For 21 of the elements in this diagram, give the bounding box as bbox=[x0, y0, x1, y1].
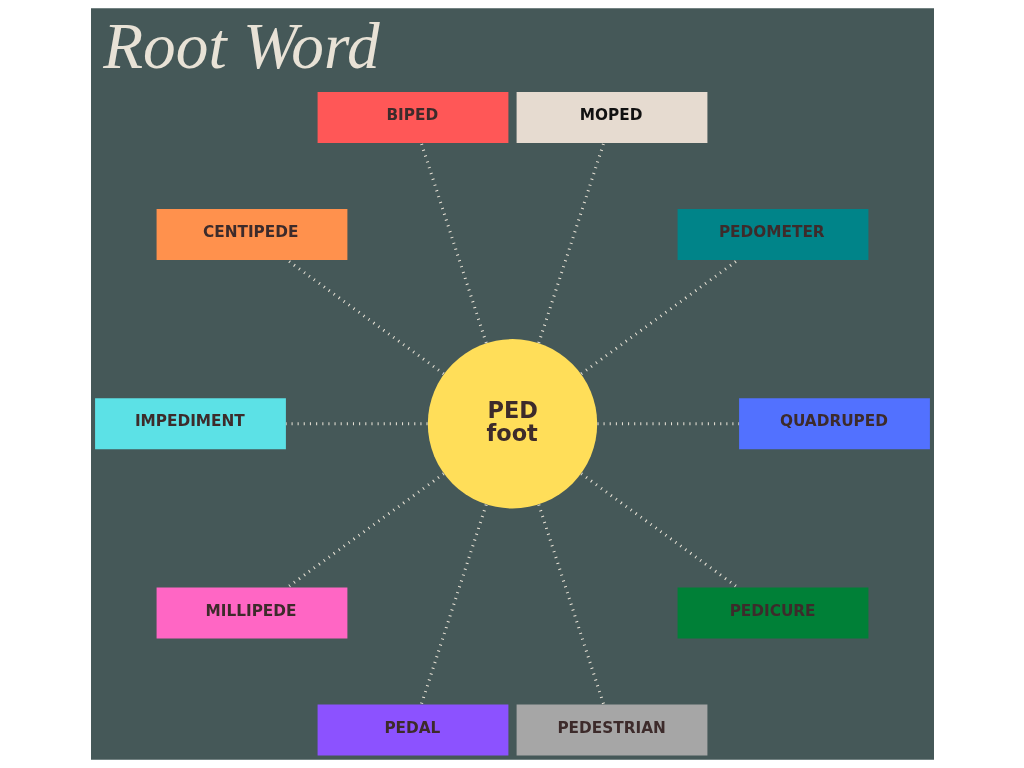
node-box: MOPED bbox=[516, 92, 707, 144]
node-box: IMPEDIMENT bbox=[94, 398, 286, 450]
node-box: PEDAL bbox=[317, 704, 508, 756]
node-box: PEDICURE bbox=[677, 587, 868, 639]
diagram-title: Root Word bbox=[102, 9, 380, 82]
connector bbox=[536, 142, 605, 344]
connector bbox=[579, 472, 739, 589]
connector bbox=[536, 504, 605, 705]
connector bbox=[419, 142, 488, 344]
node-box: BIPED bbox=[317, 92, 508, 144]
connector bbox=[419, 504, 488, 705]
node-box: QUADRUPED bbox=[738, 398, 930, 450]
connector bbox=[597, 422, 739, 426]
connector bbox=[285, 422, 427, 426]
connector bbox=[285, 258, 445, 376]
node-circle: PED foot bbox=[427, 339, 597, 509]
node-box: MILLIPEDE bbox=[156, 587, 347, 639]
node-box: PEDOMETER bbox=[677, 209, 868, 261]
connector bbox=[579, 258, 739, 376]
node-box: PEDESTRIAN bbox=[516, 704, 707, 756]
node-box: CENTIPEDE bbox=[156, 209, 347, 261]
